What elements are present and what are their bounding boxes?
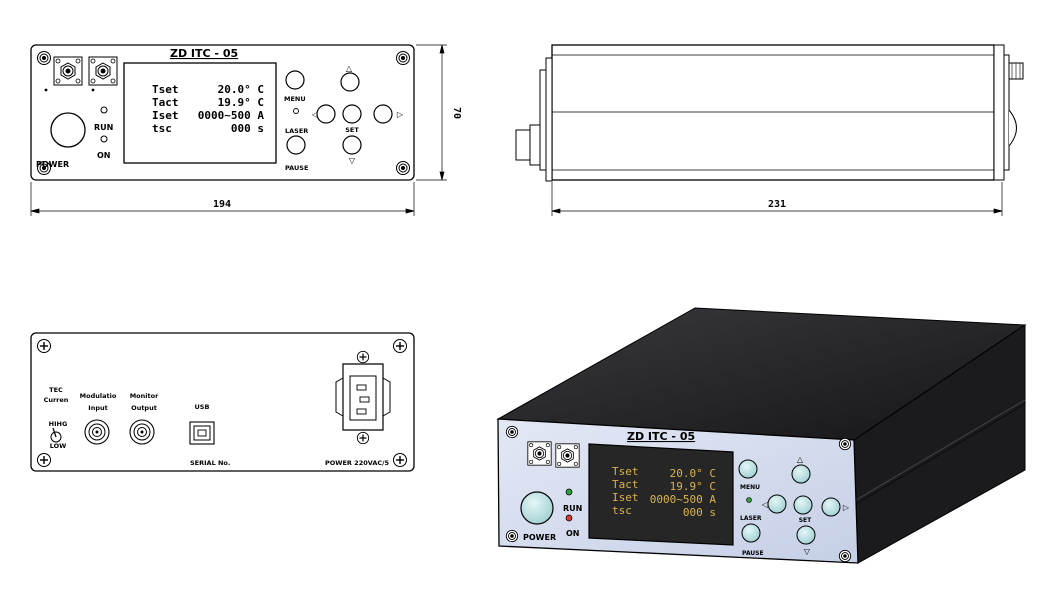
tec-label-1: TEC bbox=[49, 386, 63, 394]
right-button[interactable] bbox=[373, 104, 393, 124]
power-button[interactable] bbox=[50, 112, 86, 148]
up-arrow-icon: △ bbox=[346, 64, 353, 73]
rear-panel-outline bbox=[30, 332, 415, 472]
side-bnc-connector bbox=[515, 129, 531, 161]
iso-lcd-line-value: 19.9° C bbox=[670, 480, 716, 493]
iso-lcd-line-value: 0000~500 A bbox=[650, 493, 717, 506]
monitor-label-2: Output bbox=[131, 404, 157, 412]
tec-label-2: Curren bbox=[44, 396, 69, 404]
serial-label: SERIAL No. bbox=[190, 459, 230, 467]
length-dimension bbox=[551, 182, 1003, 216]
on-led bbox=[100, 135, 108, 143]
side-body bbox=[551, 44, 995, 181]
front-view: POWER RUN ON ZD ITC - 05 Tset 20.0° C Ta… bbox=[30, 44, 462, 216]
iso-lcd-screen bbox=[588, 443, 734, 546]
lcd-line-value: 19.9° C bbox=[218, 96, 264, 109]
lcd-line-label: Tact bbox=[152, 96, 179, 109]
iso-menu-label: MENU bbox=[740, 484, 760, 491]
sma-connector-right bbox=[88, 56, 118, 86]
iso-on-led bbox=[565, 514, 573, 522]
iso-sma-connector-right bbox=[555, 443, 580, 468]
lcd-line-label: Iset bbox=[152, 109, 179, 122]
iso-left-arrow-icon: ◁ bbox=[761, 500, 768, 509]
pause-button[interactable] bbox=[286, 135, 306, 155]
iso-pause-button[interactable] bbox=[741, 523, 761, 543]
left-arrow-icon: ◁ bbox=[311, 110, 318, 119]
iso-run-label: RUN bbox=[563, 504, 582, 513]
lcd-screen bbox=[123, 62, 277, 164]
pause-label: PAUSE bbox=[285, 164, 308, 172]
iso-down-button[interactable] bbox=[796, 525, 816, 545]
down-button[interactable] bbox=[342, 135, 362, 155]
iso-up-button[interactable] bbox=[791, 464, 811, 484]
set-label: SET bbox=[345, 126, 359, 134]
usb-label: USB bbox=[195, 403, 210, 411]
rear-view: TEC Curren HIHG LOW Modulatio Input Moni… bbox=[30, 332, 415, 472]
iso-right-arrow-icon: ▷ bbox=[843, 503, 850, 512]
lcd-line-value: 000 s bbox=[231, 122, 264, 135]
iso-sma-connector-left bbox=[527, 441, 552, 466]
down-arrow-icon: ▽ bbox=[349, 156, 356, 165]
power-label: POWER bbox=[36, 160, 69, 169]
height-dimension bbox=[416, 44, 447, 181]
menu-label: MENU bbox=[284, 95, 306, 103]
lcd-line-label: Tset bbox=[152, 83, 179, 96]
power-rating-label: POWER 220VAC/5 bbox=[325, 459, 389, 467]
iso-menu-button[interactable] bbox=[738, 459, 758, 479]
front-title: ZD ITC - 05 bbox=[170, 47, 238, 60]
iec-power-inlet bbox=[335, 350, 391, 445]
lcd-line-value: 20.0° C bbox=[218, 83, 264, 96]
iso-power-button[interactable] bbox=[520, 491, 554, 525]
iso-down-arrow-icon: ▽ bbox=[804, 547, 811, 556]
iso-lcd-line-label: Tact bbox=[612, 478, 639, 491]
usb-port-icon bbox=[189, 421, 215, 445]
side-view: 231 bbox=[515, 44, 1024, 216]
iso-pause-label: PAUSE bbox=[742, 550, 764, 557]
iso-right-button[interactable] bbox=[821, 497, 841, 517]
laser-label: LASER bbox=[285, 127, 308, 135]
lcd-line-label: tsc bbox=[152, 122, 172, 135]
isometric-view: ZD ITC - 05 Tset 20.0° C Tact 19.9° C Is… bbox=[496, 307, 1027, 564]
lcd-lines: Tset 20.0° C Tact 19.9° C Iset 0000~500 … bbox=[152, 83, 264, 135]
iso-set-button[interactable] bbox=[793, 495, 813, 515]
lcd-line-value: 0000~500 A bbox=[198, 109, 265, 122]
low-label: LOW bbox=[50, 442, 67, 450]
iso-lcd-line-value: 000 s bbox=[683, 506, 716, 519]
iso-lcd-lines: Tset 20.0° C Tact 19.9° C Iset 0000~500 … bbox=[612, 465, 716, 519]
run-label: RUN bbox=[94, 123, 113, 132]
iso-lcd-line-label: Iset bbox=[612, 491, 639, 504]
iso-left-button[interactable] bbox=[767, 494, 787, 514]
monitor-bnc-connector bbox=[129, 419, 155, 445]
height-dimension-label: 70 bbox=[451, 107, 462, 119]
monitor-label-1: Monitor bbox=[130, 392, 159, 400]
iso-up-arrow-icon: △ bbox=[797, 455, 804, 464]
on-label: ON bbox=[97, 151, 111, 160]
sma-connector-left bbox=[53, 56, 83, 86]
set-button[interactable] bbox=[342, 104, 362, 124]
iso-on-label: ON bbox=[566, 529, 580, 538]
modulation-bnc-connector bbox=[84, 419, 110, 445]
run-led bbox=[100, 106, 108, 114]
high-label: HIHG bbox=[49, 420, 68, 428]
width-dimension bbox=[30, 182, 415, 216]
iso-lcd-line-value: 20.0° C bbox=[670, 467, 716, 480]
menu-button[interactable] bbox=[285, 70, 305, 90]
iso-power-label: POWER bbox=[523, 533, 556, 542]
modulation-label-1: Modulatio bbox=[80, 392, 117, 400]
iso-set-label: SET bbox=[799, 517, 812, 524]
iso-run-led bbox=[565, 488, 573, 496]
iso-lcd-line-label: tsc bbox=[612, 504, 632, 517]
width-dimension-label: 194 bbox=[213, 199, 231, 210]
length-dimension-label: 231 bbox=[768, 199, 786, 210]
modulation-label-2: Input bbox=[88, 404, 107, 412]
iso-title: ZD ITC - 05 bbox=[627, 430, 695, 443]
iso-lcd-line-label: Tset bbox=[612, 465, 639, 478]
left-button[interactable] bbox=[316, 104, 336, 124]
iso-laser-label: LASER bbox=[740, 515, 762, 522]
up-button[interactable] bbox=[340, 72, 360, 92]
right-arrow-icon: ▷ bbox=[397, 110, 404, 119]
